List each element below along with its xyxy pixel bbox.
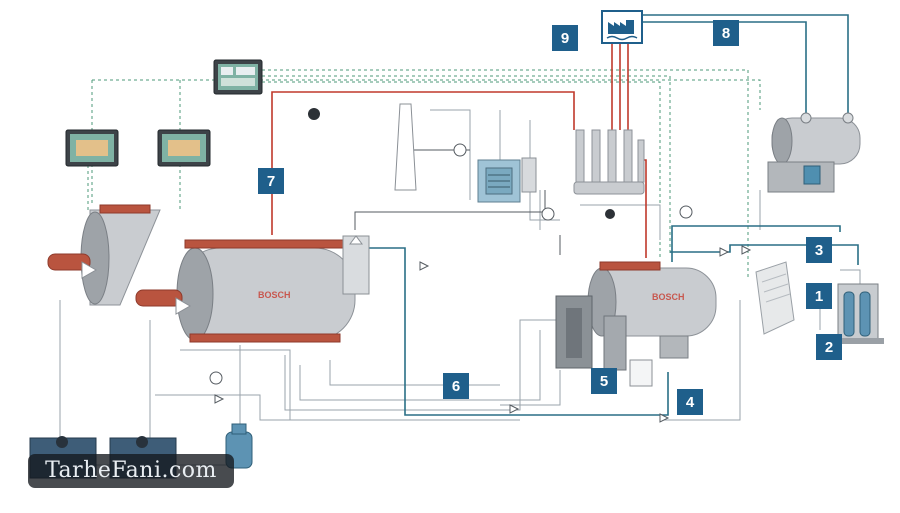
boiler-left-cutaway <box>47 204 161 306</box>
svg-text:8: 8 <box>722 25 730 42</box>
control-cabinet <box>755 261 795 335</box>
chimney <box>394 103 417 191</box>
process-piping <box>40 109 861 466</box>
steam-manifold <box>573 129 645 219</box>
watermark: TarheFani.com <box>28 454 234 488</box>
feed-water-lines <box>355 14 859 416</box>
right-boiler: BOSCH <box>555 261 717 387</box>
main-boiler-brand: BOSCH <box>258 290 291 300</box>
right-boiler-brand: BOSCH <box>652 292 685 302</box>
main-boiler: BOSCH <box>135 235 370 343</box>
svg-text:4: 4 <box>686 394 695 411</box>
svg-text:1: 1 <box>815 288 823 305</box>
svg-text:7: 7 <box>267 173 275 190</box>
svg-text:3: 3 <box>815 242 823 259</box>
hmi-panel-left-2 <box>157 129 211 167</box>
factory-icon <box>601 10 643 44</box>
svg-text:9: 9 <box>561 30 569 47</box>
badge-8: 8 <box>713 20 739 46</box>
badge-1: 1 <box>806 283 832 309</box>
badge-4: 4 <box>677 389 703 415</box>
svg-text:2: 2 <box>825 339 833 356</box>
badge-7: 7 <box>258 168 284 194</box>
hmi-panel-top <box>213 59 263 95</box>
badge-9: 9 <box>552 25 578 51</box>
badge-6: 6 <box>443 373 469 399</box>
svg-text:5: 5 <box>600 373 608 390</box>
badge-2: 2 <box>816 334 842 360</box>
svg-text:6: 6 <box>452 378 460 395</box>
badge-5: 5 <box>591 368 617 394</box>
water-treatment <box>834 283 884 344</box>
economizer <box>477 157 537 203</box>
badge-3: 3 <box>806 237 832 263</box>
signal-lines <box>87 69 761 280</box>
hmi-panel-left-1 <box>65 129 119 167</box>
valves <box>209 108 752 423</box>
consumer-boiler <box>767 112 861 193</box>
